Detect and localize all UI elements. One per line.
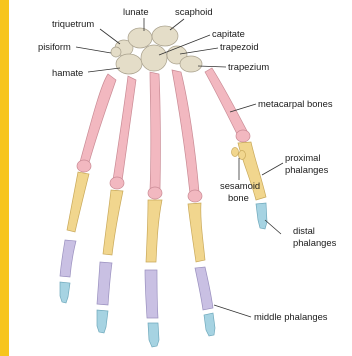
label-triquetrum: triquetrum: [52, 18, 94, 29]
metacarpal-head-index: [188, 190, 202, 202]
metacarpal-little: [80, 74, 116, 166]
label-distal: distal: [293, 225, 315, 236]
carpal-bones: [111, 26, 202, 74]
proximal-phalanx-little: [67, 172, 89, 232]
metacarpal-thumb: [205, 68, 247, 136]
metacarpal-head-little: [77, 160, 91, 172]
label-pisiform: pisiform: [38, 41, 71, 52]
distal-phalanges: [60, 203, 267, 347]
distal-phalanx-ring: [97, 310, 108, 333]
label-proximal: proximal: [285, 152, 320, 163]
label-phalanges-distal: phalanges: [293, 237, 337, 248]
sesamoid-bone-1: [232, 148, 239, 157]
leader-middle-phalanges: [214, 305, 251, 317]
leader-pisiform: [76, 47, 111, 53]
metacarpal-head-ring: [110, 177, 124, 189]
scaphoid-bone: [152, 26, 178, 46]
label-metacarpal-bones: metacarpal bones: [258, 98, 333, 109]
label-sesamoid: sesamoid: [220, 180, 260, 191]
lunate-bone: [128, 28, 152, 48]
proximal-phalanx-index: [188, 203, 205, 262]
label-hamate: hamate: [52, 67, 83, 78]
leader-triquetrum: [100, 29, 120, 44]
middle-phalanges: [60, 240, 213, 318]
trapezium-bone: [180, 56, 202, 72]
metacarpal-index: [172, 70, 199, 194]
proximal-phalanx-middle: [146, 200, 162, 262]
distal-phalanx-little: [60, 282, 70, 303]
metacarpal-middle: [150, 72, 160, 190]
label-middle-phalanges: middle phalanges: [254, 311, 328, 322]
label-trapezoid: trapezoid: [220, 41, 259, 52]
capitate-bone: [141, 45, 167, 71]
pisiform-bone: [111, 47, 121, 57]
distal-phalanx-index: [204, 313, 215, 336]
label-scaphoid: scaphoid: [175, 6, 213, 17]
distal-phalanx-thumb: [256, 203, 267, 229]
leader-scaphoid: [170, 19, 184, 30]
sesamoid-bone-2: [239, 151, 246, 160]
hamate-bone: [116, 54, 142, 74]
middle-phalanx-middle: [145, 270, 158, 318]
metacarpal-head-middle: [148, 187, 162, 199]
label-capitate: capitate: [212, 28, 245, 39]
leader-distal-phalanges: [265, 220, 281, 234]
label-bone: bone: [228, 192, 249, 203]
middle-phalanx-index: [195, 267, 213, 310]
label-phalanges-proximal: phalanges: [285, 164, 329, 175]
label-trapezium: trapezium: [228, 61, 269, 72]
middle-phalanx-little: [60, 240, 76, 277]
proximal-phalanx-ring: [103, 190, 123, 255]
label-lunate: lunate: [123, 6, 149, 17]
metacarpal-head-thumb: [236, 130, 250, 142]
leader-proximal-phalanges: [262, 163, 283, 175]
leader-hamate: [88, 68, 120, 72]
leader-trapezium: [198, 66, 226, 67]
middle-phalanx-ring: [97, 262, 112, 305]
metacarpal-ring: [113, 76, 136, 181]
distal-phalanx-middle: [148, 323, 159, 347]
